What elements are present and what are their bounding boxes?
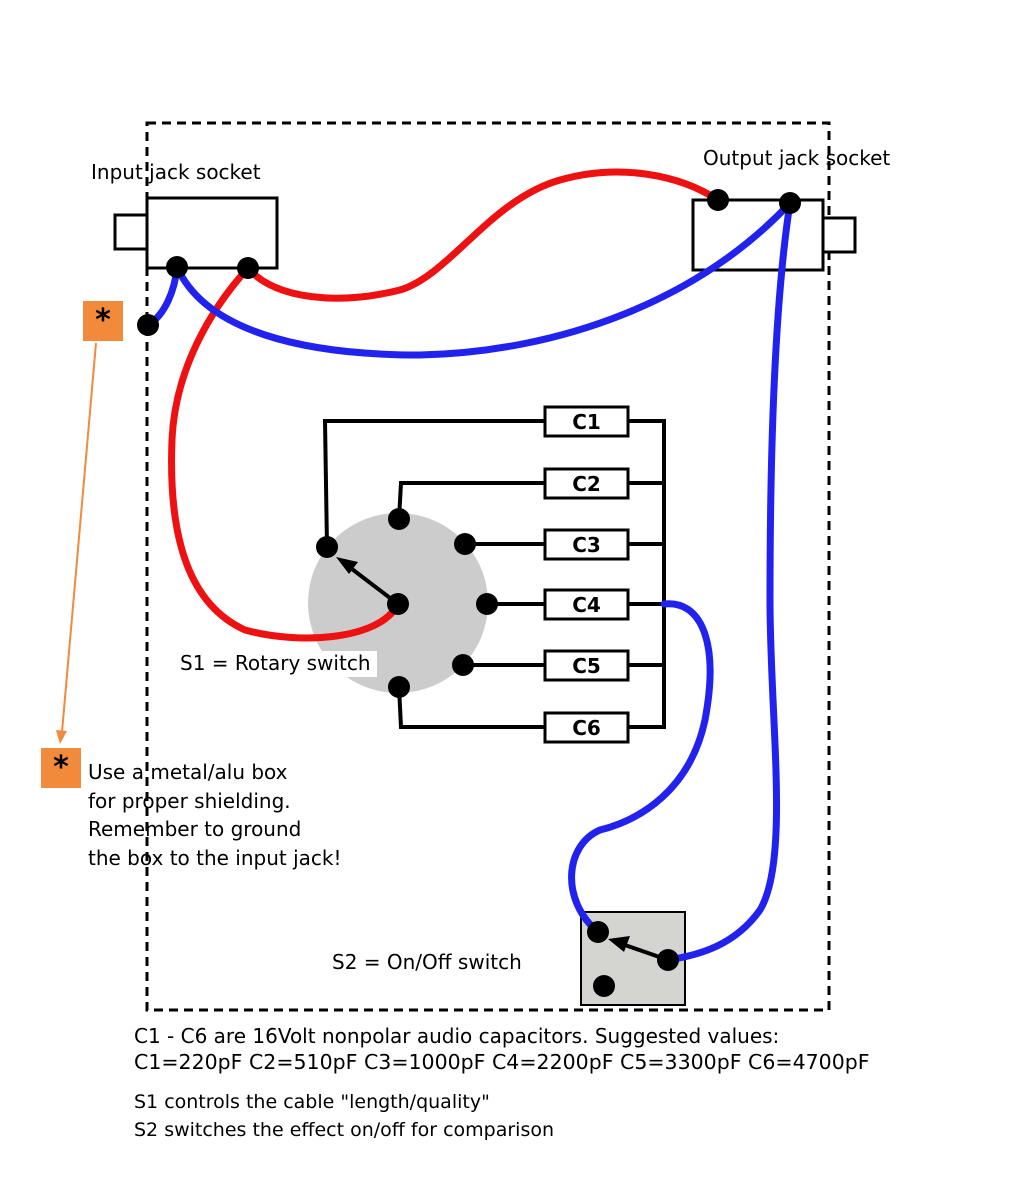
- svg-text:C4: C4: [572, 593, 601, 617]
- svg-text:C3: C3: [572, 533, 601, 557]
- note-marker-box: *: [83, 301, 123, 341]
- note-marker-asterisk: *: [41, 748, 81, 788]
- output-jack-socket: [691, 198, 857, 272]
- capacitor-c2: C2: [543, 467, 630, 500]
- svg-text:C1: C1: [572, 410, 601, 434]
- capacitor-c6: C6: [543, 711, 630, 744]
- footer-line-s1: S1 controls the cable "length/quality": [134, 1091, 490, 1113]
- svg-text:C6: C6: [572, 716, 601, 740]
- ground-wires: [144, 199, 794, 964]
- capacitor-c3: C3: [543, 528, 630, 561]
- note-line: for proper shielding.: [88, 788, 291, 813]
- svg-text:C5: C5: [572, 654, 601, 678]
- input-jack-socket: [113, 196, 279, 270]
- note-line: the box to the input jack!: [88, 845, 342, 870]
- input-jack-label: Input jack socket: [91, 160, 261, 184]
- rotary-switch-label: S1 = Rotary switch: [176, 651, 377, 677]
- capacitor-c4: C4: [543, 588, 630, 621]
- svg-text:C2: C2: [572, 472, 601, 496]
- footer-line-s2: S2 switches the effect on/off for compar…: [134, 1119, 555, 1141]
- signal-wires: [168, 168, 722, 642]
- footer-line-capacitor-values: C1=220pF C2=510pF C3=1000pF C4=2200pF C5…: [134, 1050, 870, 1074]
- output-jack-label: Output jack socket: [703, 146, 891, 170]
- note-arrow: [56, 342, 97, 744]
- terminals: [137, 189, 801, 997]
- capacitor-c5: C5: [543, 649, 630, 682]
- onoff-switch-label: S2 = On/Off switch: [332, 950, 522, 974]
- enclosure-outline: [145, 121, 831, 1012]
- capacitor-c1: C1: [543, 405, 630, 438]
- note-line: Use a metal/alu box: [88, 760, 288, 784]
- note-line: Remember to ground: [88, 817, 302, 841]
- shielding-note: Use a metal/alu box for proper shielding…: [88, 758, 342, 872]
- footer-line-capacitor-description: C1 - C6 are 16Volt nonpolar audio capaci…: [134, 1024, 780, 1048]
